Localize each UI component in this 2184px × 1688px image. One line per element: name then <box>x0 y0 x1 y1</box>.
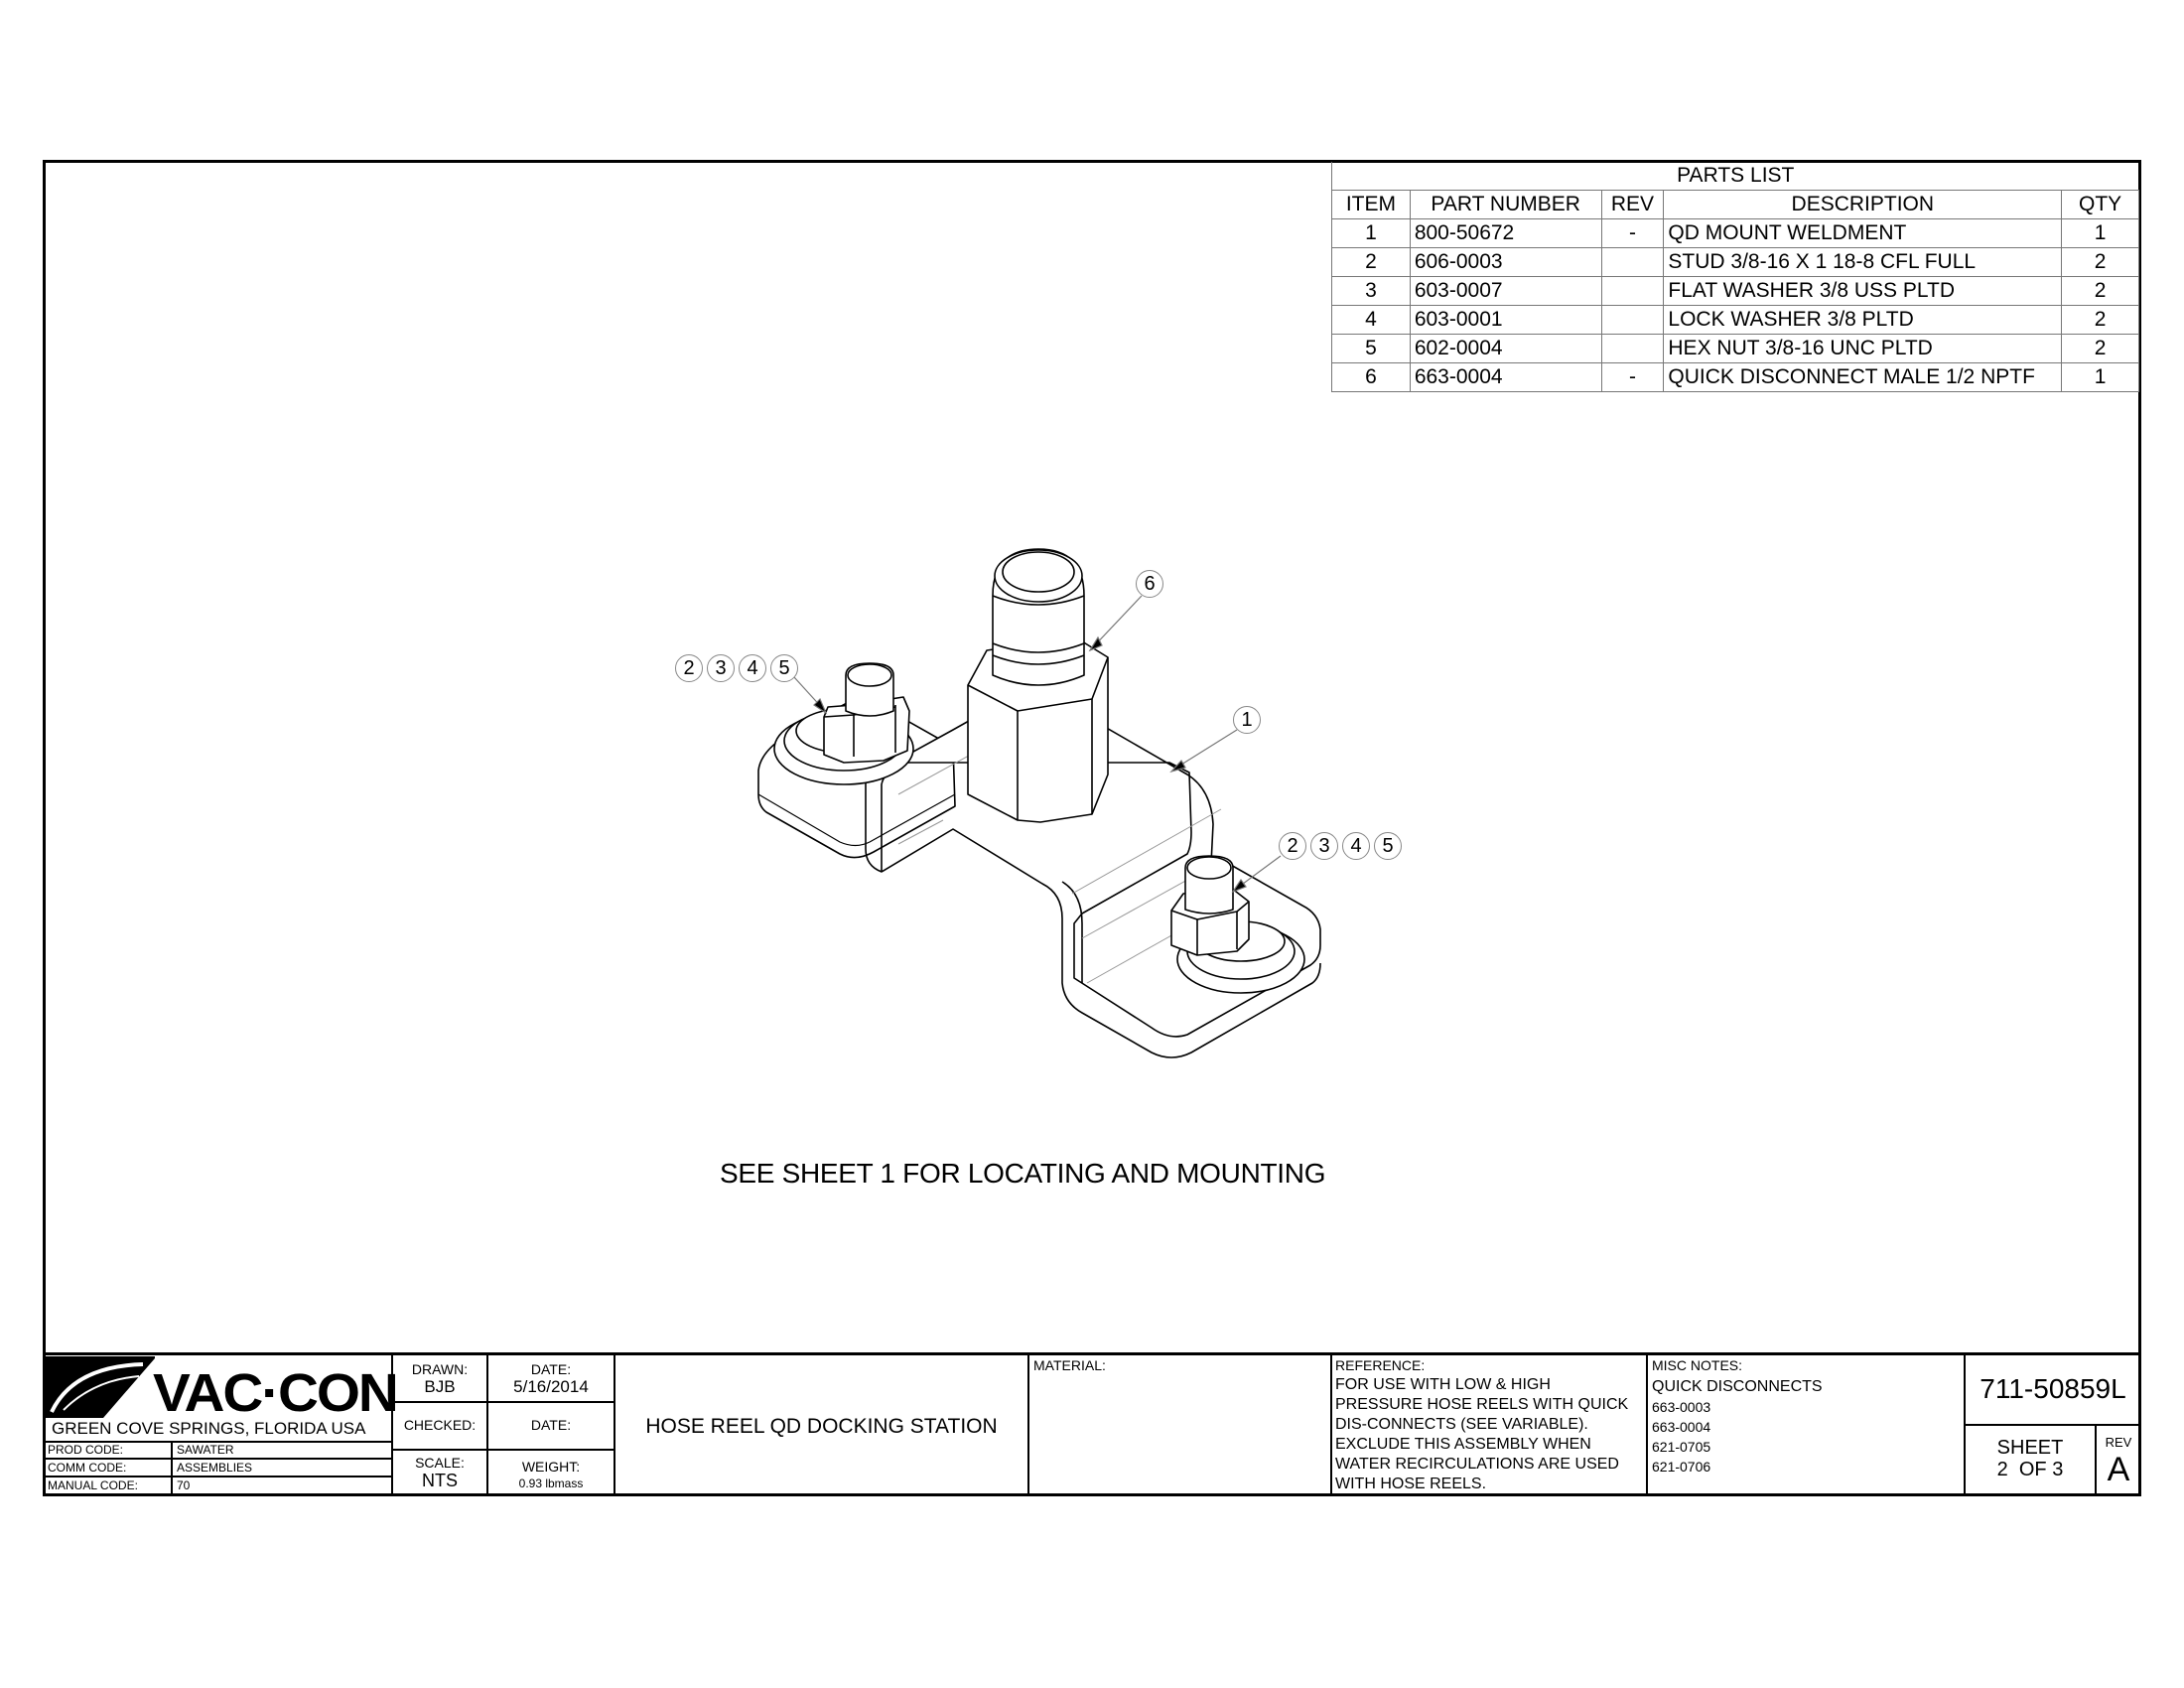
description-cell: QUICK DISCONNECT MALE 1/2 NPTF <box>1663 362 2063 392</box>
rev-cell <box>1600 247 1665 277</box>
checked-date-label: DATE: <box>530 1417 572 1433</box>
part-number-cell: 800-50672 <box>1409 218 1602 248</box>
misc-note-line: 663-0003 <box>1652 1399 1711 1415</box>
reference-line: WATER RECIRCULATIONS ARE USED <box>1335 1456 1619 1473</box>
qty-cell: 2 <box>2061 247 2139 277</box>
rev-value: A <box>2107 1451 2130 1488</box>
balloon-item-2-left: 2 <box>675 654 703 682</box>
balloon-item-2-right: 2 <box>1279 832 1306 860</box>
scale-label: SCALE: <box>415 1455 465 1471</box>
parts-list-header-row: ITEM PART NUMBER REV DESCRIPTION QTY <box>1331 190 2139 219</box>
item-cell: 1 <box>1331 218 1411 248</box>
item-cell: 2 <box>1331 247 1411 277</box>
header-qty: QTY <box>2061 190 2139 219</box>
balloon-item-3-right: 3 <box>1310 832 1338 860</box>
date-value: 5/16/2014 <box>513 1377 589 1396</box>
part-number-cell: 663-0004 <box>1409 362 1602 392</box>
manual-code-value: 70 <box>177 1478 191 1492</box>
drawing-number: 711-50859L <box>1979 1373 2126 1404</box>
header-rev: REV <box>1600 190 1665 219</box>
qty-cell: 2 <box>2061 305 2139 335</box>
table-row: 5 602-0004 HEX NUT 3/8-16 UNC PLTD 2 <box>1331 334 2139 363</box>
drawing-title: HOSE REEL QD DOCKING STATION <box>645 1415 998 1438</box>
description-cell: STUD 3/8-16 X 1 18-8 CFL FULL <box>1663 247 2063 277</box>
balloon-item-6: 6 <box>1136 570 1163 598</box>
logo-wordmark: VAC·CON <box>153 1363 399 1423</box>
item-cell: 6 <box>1331 362 1411 392</box>
prod-code-value: SAWATER <box>177 1443 234 1457</box>
sheet-label: SHEET <box>1996 1437 2064 1459</box>
comm-code-value: ASSEMBLIES <box>177 1461 253 1475</box>
balloon-item-5-right: 5 <box>1374 832 1402 860</box>
item-cell: 4 <box>1331 305 1411 335</box>
reference-line: DIS-CONNECTS (SEE VARIABLE). <box>1335 1416 1588 1433</box>
qty-cell: 2 <box>2061 276 2139 306</box>
table-row: 2 606-0003 STUD 3/8-16 X 1 18-8 CFL FULL… <box>1331 247 2139 277</box>
misc-note-line: 621-0705 <box>1652 1439 1711 1455</box>
drawn-label: DRAWN: <box>411 1361 469 1377</box>
reference-text: FOR USE WITH LOW & HIGH PRESSURE HOSE RE… <box>1335 1375 1628 1494</box>
qty-cell: 1 <box>2061 362 2139 392</box>
reference-line: WITH HOSE REELS. <box>1335 1476 1487 1492</box>
misc-note-line: QUICK DISCONNECTS <box>1652 1378 1823 1395</box>
rev-label: REV <box>2105 1435 2132 1450</box>
vaccon-logo-icon <box>44 1356 155 1418</box>
qty-cell: 1 <box>2061 218 2139 248</box>
misc-notes-label: MISC NOTES: <box>1652 1357 1743 1373</box>
rev-cell: - <box>1600 362 1665 392</box>
part-number-cell: 602-0004 <box>1409 334 1602 363</box>
weight-label: WEIGHT: <box>521 1459 581 1475</box>
parts-list-title: PARTS LIST <box>1331 162 2139 191</box>
material-label: MATERIAL: <box>1033 1357 1106 1373</box>
description-cell: QD MOUNT WELDMENT <box>1663 218 2063 248</box>
header-description: DESCRIPTION <box>1663 190 2063 219</box>
weight-value: 0.93 lbmass <box>518 1477 584 1490</box>
reference-label: REFERENCE: <box>1335 1357 1426 1373</box>
parts-list-table: PARTS LIST ITEM PART NUMBER REV DESCRIPT… <box>1331 162 2139 392</box>
sheet-value: 2 OF 3 <box>1996 1459 2064 1480</box>
misc-notes-cell: MISC NOTES: QUICK DISCONNECTS 663-0003 6… <box>1648 1355 1966 1495</box>
drawn-checked-scale-column: DRAWN: BJB CHECKED: SCALE: NTS <box>393 1355 488 1495</box>
company-block: VAC·CON GREEN COVE SPRINGS, FLORIDA USA … <box>44 1355 399 1495</box>
misc-note-line: 663-0004 <box>1652 1419 1711 1435</box>
balloon-item-4-left: 4 <box>739 654 766 682</box>
header-item: ITEM <box>1331 190 1411 219</box>
scale-value: NTS <box>422 1471 458 1490</box>
misc-note-line: 621-0706 <box>1652 1459 1711 1475</box>
table-row: 3 603-0007 FLAT WASHER 3/8 USS PLTD 2 <box>1331 276 2139 306</box>
part-number-cell: 603-0007 <box>1409 276 1602 306</box>
balloon-item-3-left: 3 <box>707 654 735 682</box>
drawing-number-block: 711-50859L SHEET 2 OF 3 REV A <box>1966 1355 2140 1495</box>
manual-code-label: MANUAL CODE: <box>48 1478 138 1492</box>
balloon-item-1: 1 <box>1233 706 1261 734</box>
reference-line: PRESSURE HOSE REELS WITH QUICK <box>1335 1396 1629 1413</box>
drawn-value: BJB <box>424 1377 456 1396</box>
material-cell: MATERIAL: <box>1029 1355 1332 1495</box>
drawing-title-cell: HOSE REEL QD DOCKING STATION <box>615 1355 1029 1495</box>
date-weight-column: DATE: 5/16/2014 DATE: WEIGHT: 0.93 lbmas… <box>488 1355 615 1495</box>
description-cell: LOCK WASHER 3/8 PLTD <box>1663 305 2063 335</box>
table-row: 6 663-0004 - QUICK DISCONNECT MALE 1/2 N… <box>1331 362 2139 392</box>
reference-cell: REFERENCE: FOR USE WITH LOW & HIGH PRESS… <box>1332 1355 1648 1495</box>
balloon-item-5-left: 5 <box>770 654 798 682</box>
table-row: 1 800-50672 - QD MOUNT WELDMENT 1 <box>1331 218 2139 248</box>
title-block: VAC·CON GREEN COVE SPRINGS, FLORIDA USA … <box>44 1352 2140 1495</box>
misc-notes-text: QUICK DISCONNECTS 663-0003 663-0004 621-… <box>1652 1377 1823 1477</box>
reference-line: FOR USE WITH LOW & HIGH <box>1335 1376 1551 1393</box>
drawing-frame <box>43 160 2141 1496</box>
checked-label: CHECKED: <box>403 1417 477 1433</box>
balloon-item-4-right: 4 <box>1342 832 1370 860</box>
company-location: GREEN COVE SPRINGS, FLORIDA USA <box>52 1419 366 1438</box>
reference-line: EXCLUDE THIS ASSEMBLY WHEN <box>1335 1436 1591 1453</box>
prod-code-label: PROD CODE: <box>48 1443 124 1457</box>
item-cell: 3 <box>1331 276 1411 306</box>
rev-cell <box>1600 276 1665 306</box>
drawing-note: SEE SHEET 1 FOR LOCATING AND MOUNTING <box>720 1158 1326 1189</box>
date-label: DATE: <box>530 1361 572 1377</box>
comm-code-label: COMM CODE: <box>48 1461 127 1475</box>
description-cell: HEX NUT 3/8-16 UNC PLTD <box>1663 334 2063 363</box>
rev-cell <box>1600 334 1665 363</box>
